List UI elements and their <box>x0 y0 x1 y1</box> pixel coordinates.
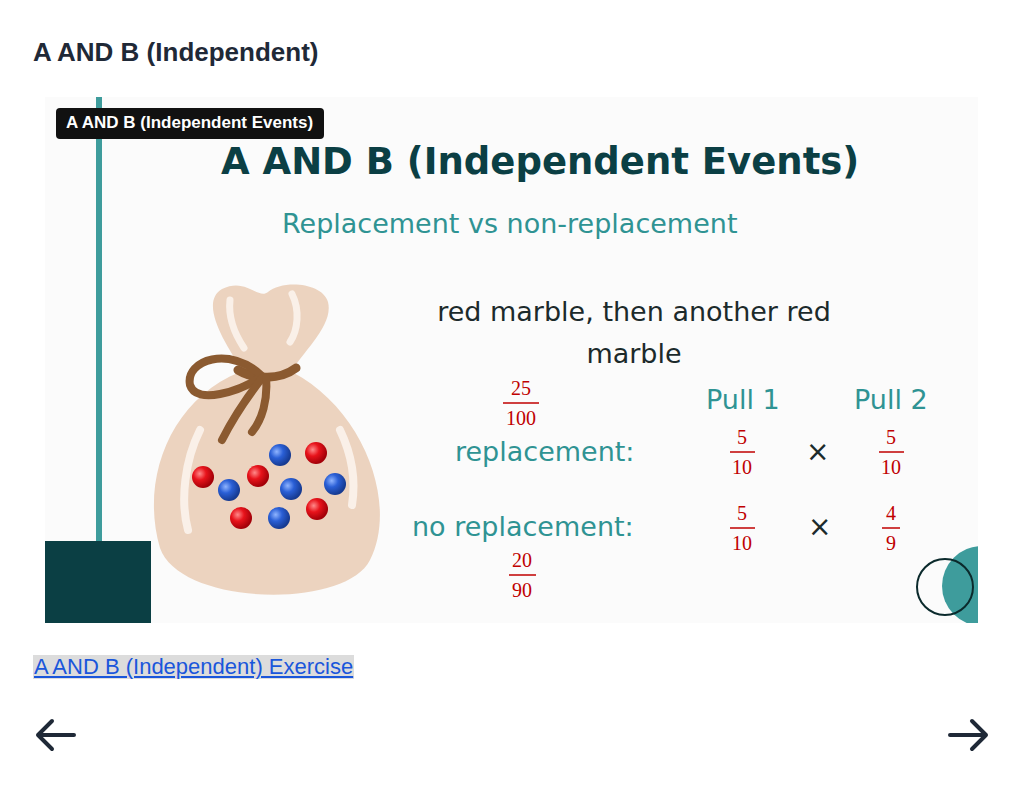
fraction-bar <box>882 527 900 529</box>
denominator: 90 <box>512 579 532 601</box>
blue-marble <box>280 478 302 500</box>
fraction-bar <box>503 402 539 404</box>
red-marble <box>306 498 328 520</box>
numerator: 5 <box>737 426 747 448</box>
exercise-link: A AND B (Independent) Exercise <box>33 655 354 679</box>
subtitle: Replacement vs non-replacement <box>282 209 737 239</box>
times-sign: × <box>808 512 831 543</box>
fraction-bar <box>879 451 904 453</box>
bag-body <box>154 372 380 595</box>
row-label: replacement: <box>455 437 634 467</box>
numerator: 20 <box>512 549 532 571</box>
fraction-bar <box>509 574 536 576</box>
fraction-bars <box>503 403 904 575</box>
red-marble <box>247 465 269 487</box>
red-marble <box>230 507 252 529</box>
denominator: 100 <box>506 407 536 429</box>
row-label: no replacement: <box>412 512 634 542</box>
slide-background <box>45 97 978 623</box>
denominator: 10 <box>732 532 752 554</box>
bag-highlight <box>340 430 354 505</box>
numerator: 25 <box>511 377 531 399</box>
blue-marble <box>268 507 290 529</box>
denominator: 10 <box>881 456 901 478</box>
times-sign: × <box>806 437 829 468</box>
tooltip-box: A AND B (Independent Events) <box>56 108 324 139</box>
column-header: Pull 2 <box>854 385 928 415</box>
fraction-bar <box>730 451 755 453</box>
slide-title: A AND B (Independent Events) <box>221 142 859 183</box>
numerator: 5 <box>737 502 747 524</box>
denominator: 10 <box>732 456 752 478</box>
column-header: Pull 1 <box>706 385 780 415</box>
page-title: A AND B (Independent) <box>33 38 319 67</box>
blue-marble <box>324 473 346 495</box>
tooltip-text: A AND B (Independent Events) <box>66 114 314 133</box>
accent-bar <box>96 97 102 598</box>
accent-square <box>45 541 151 623</box>
numerator: 4 <box>886 502 896 524</box>
bag-highlight <box>290 294 297 342</box>
blue-marble <box>269 444 291 466</box>
accent-ring <box>917 559 973 615</box>
fraction-bar <box>730 527 755 529</box>
prev-arrow <box>38 721 74 749</box>
problem-text: red marble, then another red marble <box>414 291 854 375</box>
blue-marble <box>218 479 240 501</box>
red-marble <box>192 466 214 488</box>
bag-rope-end <box>252 378 266 432</box>
red-marble <box>305 442 327 464</box>
marble-bag <box>154 285 380 595</box>
denominator: 9 <box>886 532 896 554</box>
bag-highlight <box>230 300 244 348</box>
next-arrow <box>950 721 986 749</box>
numerator: 5 <box>886 426 896 448</box>
